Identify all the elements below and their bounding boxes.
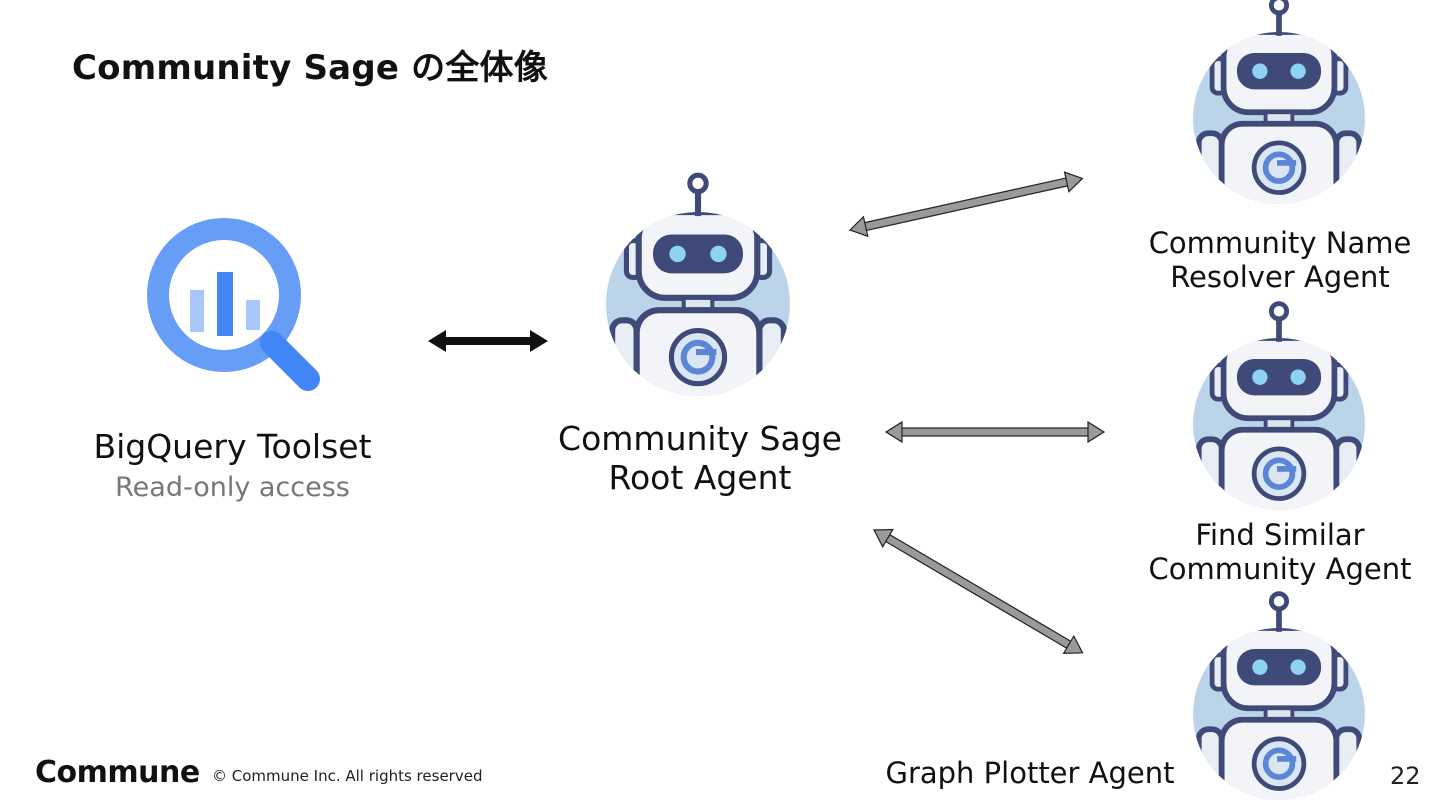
root-agent-label-line1: Community Sage	[558, 419, 842, 458]
name-resolver-label-line2: Resolver Agent	[1170, 260, 1390, 295]
root-agent-label-line2: Root Agent	[608, 457, 792, 497]
bigquery-label: BigQuery Toolset	[93, 427, 372, 466]
root-agent-label: Community Sage Root Agent	[530, 419, 870, 498]
commune-logo: Commune	[35, 755, 200, 790]
arrow-bigquery-root	[428, 330, 548, 352]
find-similar-label-line1: Find Similar	[1195, 518, 1365, 552]
slide-title: Community Sage の全体像	[72, 48, 548, 88]
find-similar-label-line2: Community Agent	[1148, 552, 1412, 587]
arrow-root-name-resolver	[848, 171, 1084, 238]
name-resolver-label-line1: Community Name	[1148, 226, 1412, 260]
robot-icon-find-similar	[1193, 301, 1365, 510]
copyright-text: © Commune Inc. All rights reserved	[212, 767, 483, 785]
robot-icon-graph-plotter	[1193, 591, 1365, 800]
graph-plotter-label: Graph Plotter Agent	[885, 756, 1175, 790]
bigquery-sublabel: Read-only access	[115, 472, 350, 503]
robot-icon-root	[606, 172, 790, 396]
find-similar-label: Find Similar Community Agent	[1120, 518, 1440, 586]
robot-icon-name-resolver	[1193, 0, 1365, 204]
arrow-root-find-similar	[884, 420, 1106, 444]
arrow-root-graph-plotter	[873, 528, 1084, 654]
page-number: 22	[1390, 762, 1421, 790]
name-resolver-label: Community Name Resolver Agent	[1120, 226, 1440, 294]
